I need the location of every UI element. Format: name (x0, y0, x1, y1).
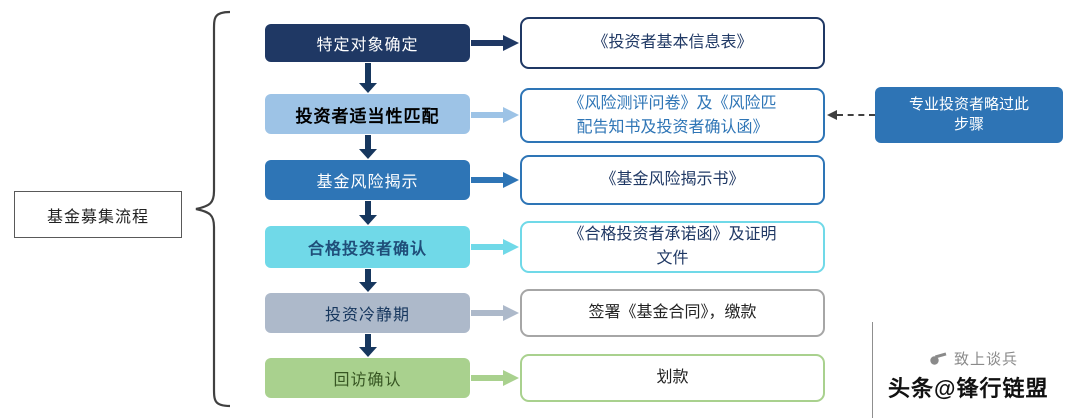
arrow-head (359, 215, 377, 225)
arrow-down-icon (359, 201, 377, 225)
arrow-right-icon (471, 239, 519, 255)
arrow-head (503, 35, 519, 51)
flow-step-box-5: 投资冷静期 (265, 293, 470, 333)
arrow-shaft (365, 269, 371, 282)
arrow-shaft (365, 63, 371, 83)
doc-box-6: 划款 (520, 354, 825, 402)
arrow-head (359, 347, 377, 357)
arrow-head (503, 239, 519, 255)
arrow-right-icon (471, 172, 519, 188)
arrow-shaft (365, 135, 371, 149)
arrow-shaft (365, 201, 371, 215)
arrow-shaft (471, 177, 503, 183)
flow-step-box-4: 合格投资者确认 (265, 226, 470, 268)
dashed-arrow-head-icon (827, 110, 837, 120)
arrow-shaft (471, 310, 503, 316)
arrow-down-icon (359, 269, 377, 292)
flow-step-box-1: 特定对象确定 (265, 24, 470, 62)
arrow-down-icon (359, 135, 377, 159)
cannon-icon (930, 352, 947, 365)
arrow-down-icon (359, 63, 377, 93)
note-box-professional-investors: 专业投资者略过此步骤 (875, 87, 1063, 143)
flow-root-label: 基金募集流程 (14, 191, 182, 238)
arrow-shaft (471, 375, 503, 381)
watermark-logo: 致上谈兵 (928, 348, 1018, 369)
arrow-head (503, 172, 519, 188)
arrow-head (503, 107, 519, 123)
arrow-shaft (365, 334, 371, 347)
flow-step-box-3: 基金风险揭示 (265, 160, 470, 200)
flow-step-box-6: 回访确认 (265, 358, 470, 398)
flow-step-box-2: 投资者适当性匹配 (265, 94, 470, 134)
watermark-logo-text: 致上谈兵 (954, 351, 1019, 368)
watermark-divider (872, 322, 873, 418)
arrow-down-icon (359, 334, 377, 357)
arrow-head (359, 282, 377, 292)
arrow-head (359, 149, 377, 159)
doc-box-2: 《风险测评问卷》及《风险匹配告知书及投资者确认函》 (520, 88, 825, 143)
watermark-handle: 头条@锋行链盟 (888, 376, 1049, 401)
dashed-connector (837, 114, 875, 116)
arrow-right-icon (471, 107, 519, 123)
doc-box-5: 签署《基金合同》，缴款 (520, 289, 825, 337)
arrow-head (503, 305, 519, 321)
arrow-head (359, 83, 377, 93)
arrow-right-icon (471, 305, 519, 321)
arrow-head (503, 370, 519, 386)
doc-box-3: 《基金风险揭示书》 (520, 155, 825, 205)
arrow-right-icon (471, 35, 519, 51)
arrow-shaft (471, 112, 503, 118)
doc-box-1: 《投资者基本信息表》 (520, 17, 825, 69)
doc-box-4: 《合格投资者承诺函》及证明文件 (520, 221, 825, 273)
curly-brace-icon (195, 10, 231, 408)
arrow-shaft (471, 244, 503, 250)
arrow-right-icon (471, 370, 519, 386)
arrow-shaft (471, 40, 503, 46)
